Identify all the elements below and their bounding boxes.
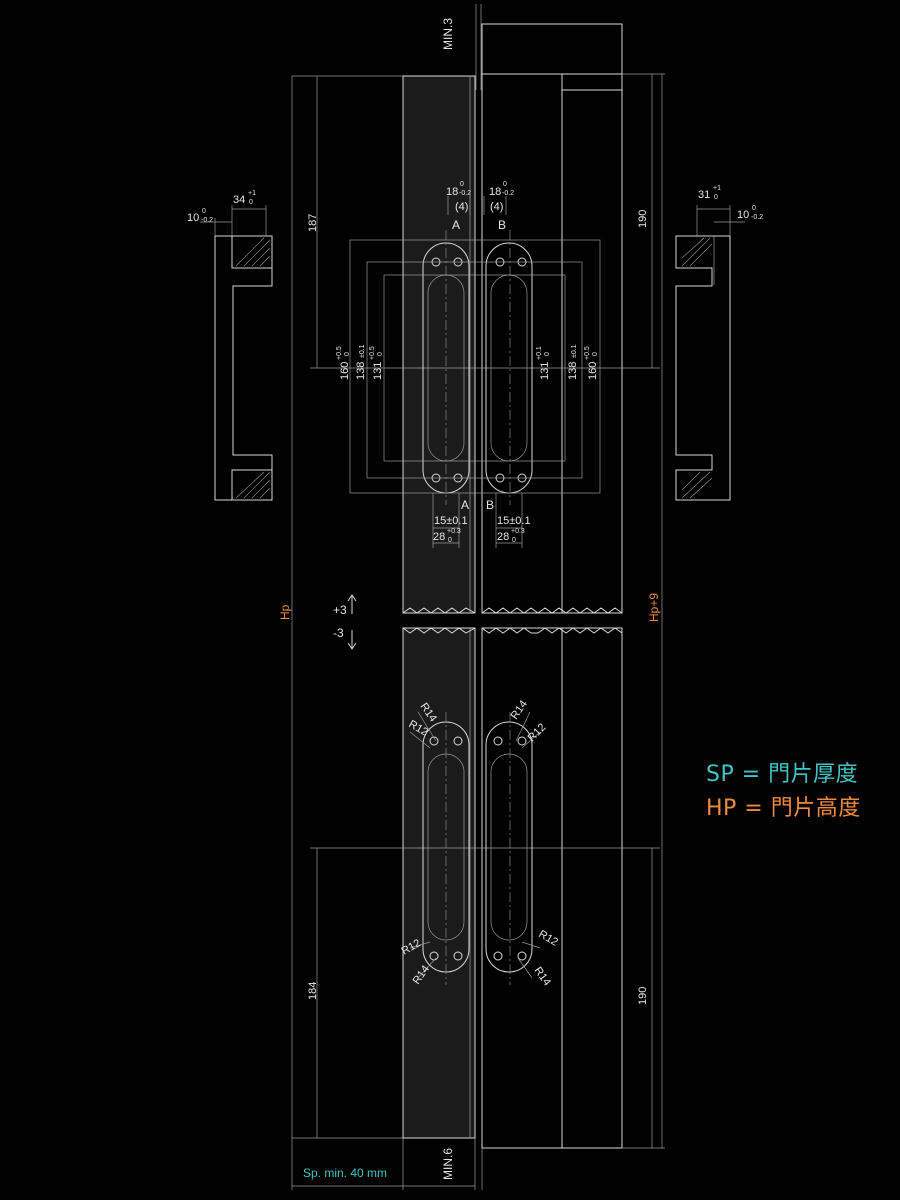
dim-15-left: 15±0.1 <box>434 515 468 527</box>
dim-184: 184 <box>307 982 319 1000</box>
dim-160-right-tol: +0.5 <box>584 346 591 360</box>
dim-10-left-tol-bot: -0.2 <box>201 217 213 224</box>
dim-131-left-tol: +0.5 <box>369 346 376 360</box>
dim-10-right-tol-bot: -0.2 <box>751 214 763 221</box>
dim-138-right: 138 <box>567 362 579 380</box>
dim-10-left: 10 <box>187 212 199 224</box>
dim-28-left: 28 <box>433 531 445 543</box>
dim-190-top: 190 <box>637 210 649 228</box>
dim-18-left-tol-bot: -0.2 <box>459 190 471 197</box>
min3-label: MIN.3 <box>441 18 455 50</box>
dim-18-left-tol-top: 0 <box>460 181 464 188</box>
dim-131-left-zero: 0 <box>377 352 384 356</box>
dim-160-left: 160 <box>339 362 351 380</box>
dim-15-right: 15±0.1 <box>497 515 531 527</box>
dim-34-tol-zero: 0 <box>249 199 253 206</box>
dim-131-left: 131 <box>372 362 384 380</box>
sp-min-label: Sp. min. 40 mm <box>303 1166 387 1180</box>
hp9-dimension-lines <box>622 73 665 1149</box>
dim-28-right-tol: +0.3 <box>511 528 525 535</box>
hinge-recess-frame-lower <box>485 712 533 985</box>
dim-10-right: 10 <box>737 209 749 221</box>
dim-4-left: (4) <box>455 201 468 213</box>
hinge-recess-door-lower <box>422 712 470 985</box>
dim-31: 31 <box>698 189 710 201</box>
dim-131-right: 131 <box>539 362 551 380</box>
dim-131-right-tol: +0.1 <box>536 346 543 360</box>
hp9-label: Hp+9 <box>647 593 661 622</box>
dim-28-left-tol: +0.3 <box>447 528 461 535</box>
dim-34: 34 <box>233 194 245 206</box>
plus3-label: +3 <box>333 603 347 617</box>
minus3-label: -3 <box>333 626 344 640</box>
section-view-a <box>200 205 273 501</box>
door-leaf-lower <box>402 627 476 1139</box>
dim-28-right: 28 <box>497 531 509 543</box>
dim-10-right-tol-top: 0 <box>752 205 756 212</box>
section-b-bottom: B <box>486 498 494 512</box>
legend-hp: HP = 門片高度 <box>706 796 861 821</box>
dim-160-left-zero: 0 <box>344 352 351 356</box>
hinge-recess-frame-upper <box>485 230 533 505</box>
dim-138-right-tol: ±0.1 <box>571 344 578 358</box>
door-leaf-upper <box>402 75 476 614</box>
dim-18-right-tol-top: 0 <box>503 181 507 188</box>
hp-dimension-lines <box>291 75 403 1139</box>
frame-lower <box>481 627 623 1149</box>
dim-160-right-zero: 0 <box>592 352 599 356</box>
dim-28-left-zero: 0 <box>448 537 452 544</box>
hinge-dimension-boxes <box>349 196 601 548</box>
dim-187: 187 <box>307 214 319 232</box>
frame-top-block <box>481 23 623 91</box>
dim-18-left: 18 <box>446 186 458 198</box>
dim-138-left: 138 <box>355 362 367 380</box>
dim-190-bottom: 190 <box>637 987 649 1005</box>
radius-r14-bottom-right: R14 <box>532 965 553 988</box>
gap-lines <box>291 4 483 1190</box>
dim-131-right-zero: 0 <box>544 352 551 356</box>
dim-31-tol-zero: 0 <box>714 194 718 201</box>
radius-r12-top-right: R12 <box>526 721 549 744</box>
section-view-b <box>675 205 745 501</box>
dim-34-tol: +1 <box>248 190 256 197</box>
section-a-top: A <box>452 218 460 232</box>
frame-upper <box>481 73 623 614</box>
section-a-bottom: A <box>461 498 469 512</box>
dim-10-left-tol-top: 0 <box>202 208 206 215</box>
radius-leader-lines <box>409 711 541 979</box>
dim-138-left-tol: ±0.1 <box>359 344 366 358</box>
legend-sp: SP = 門片厚度 <box>706 762 859 787</box>
dim-31-tol: +1 <box>713 185 721 192</box>
dim-4-right: (4) <box>490 201 503 213</box>
hp-label: Hp <box>278 604 292 620</box>
section-b-top: B <box>498 218 506 232</box>
dim-160-right: 160 <box>587 362 599 380</box>
dim-18-right: 18 <box>489 186 501 198</box>
radius-r12-bottom-right: R12 <box>537 928 560 948</box>
min6-label: MIN.6 <box>441 1148 455 1180</box>
dim-160-left-tol: +0.5 <box>336 346 343 360</box>
dim-28-right-zero: 0 <box>512 537 516 544</box>
adjust-arrows <box>347 594 357 650</box>
dim-18-right-tol-bot: -0.2 <box>502 190 514 197</box>
